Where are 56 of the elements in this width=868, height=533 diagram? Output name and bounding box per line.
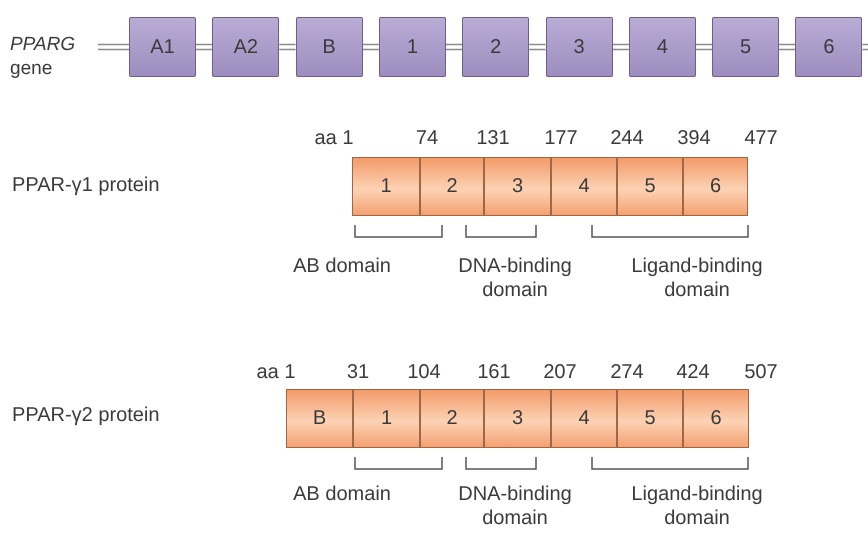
amino-acid-position: 177: [544, 126, 578, 150]
double-line-connector: [695, 44, 713, 50]
protein-segment: 5: [617, 389, 683, 448]
protein-segment: 2: [420, 157, 484, 216]
protein-segment: 1: [352, 157, 420, 216]
double-line-connector: [862, 44, 868, 50]
domain-label: AB domain: [293, 254, 391, 278]
gene-label: PPARG gene: [10, 33, 98, 83]
amino-acid-position: 31: [346, 360, 370, 384]
amino-acid-position: 161: [477, 360, 511, 384]
protein-segment: 2: [420, 389, 484, 448]
exon-box: 5: [712, 17, 780, 77]
double-line-connector: [445, 44, 463, 50]
amino-acid-position: 244: [610, 126, 644, 150]
exon-box: 2: [462, 17, 530, 77]
double-line-connector: [778, 44, 796, 50]
domain-label: Ligand-binding domain: [630, 482, 764, 530]
exon-box: 4: [628, 17, 696, 77]
protein-segment: 1: [353, 389, 420, 448]
protein-segment: 6: [683, 389, 749, 448]
protein-label: PPAR-γ2 protein: [12, 403, 160, 427]
protein-segment: 3: [484, 389, 551, 448]
domain-label: DNA-binding domain: [457, 482, 573, 530]
amino-acid-position: aa 1: [314, 126, 354, 150]
protein-segment: 5: [617, 157, 683, 216]
protein-segment: 4: [551, 389, 617, 448]
amino-acid-position: 74: [416, 126, 438, 150]
amino-acid-position: 131: [476, 126, 510, 150]
double-line-connector: [195, 44, 214, 50]
exon-box: B: [296, 17, 363, 77]
double-line-connector: [362, 44, 380, 50]
protein-label: PPAR-γ1 protein: [12, 173, 160, 197]
exon-box: 1: [378, 17, 446, 77]
double-line-connector: [528, 44, 546, 50]
domain-label: AB domain: [293, 482, 391, 506]
double-line-connector: [97, 44, 130, 50]
amino-acid-position: aa 1: [256, 360, 296, 384]
amino-acid-position: 207: [543, 360, 577, 384]
amino-acid-position: 477: [744, 126, 778, 150]
double-line-connector: [612, 44, 630, 50]
amino-acid-position: 507: [744, 360, 778, 384]
domain-label: DNA-binding domain: [457, 254, 573, 302]
protein-segment: 6: [683, 157, 748, 216]
protein-segment: 4: [551, 157, 617, 216]
exon-box: A2: [212, 17, 280, 77]
domain-label: Ligand-binding domain: [630, 254, 764, 302]
protein-segment: B: [286, 389, 353, 448]
exon-box: A1: [129, 17, 196, 77]
amino-acid-position: 274: [610, 360, 644, 384]
amino-acid-position: 104: [407, 360, 441, 384]
exon-box: 6: [795, 17, 862, 77]
double-line-connector: [278, 44, 296, 50]
exon-box: 3: [546, 17, 612, 77]
amino-acid-position: 394: [677, 126, 711, 150]
amino-acid-position: 424: [676, 360, 710, 384]
protein-segment: 3: [484, 157, 551, 216]
